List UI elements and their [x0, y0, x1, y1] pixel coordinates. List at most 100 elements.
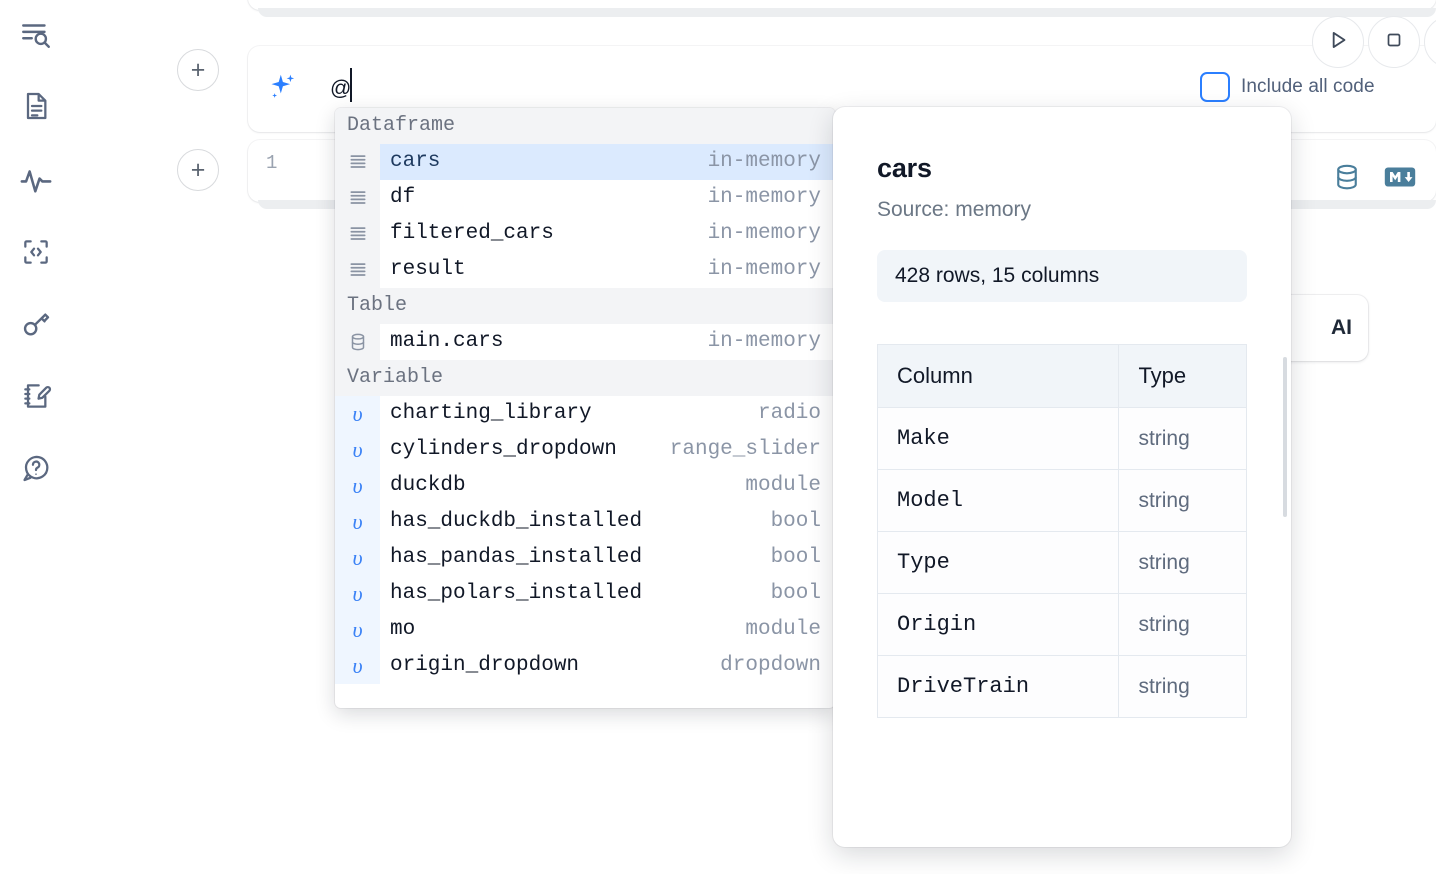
code-brackets-icon: [20, 236, 52, 273]
column-name-cell: Model: [876, 469, 1120, 532]
include-all-code-checkbox[interactable]: [1200, 72, 1230, 102]
add-cell-above-button[interactable]: [177, 49, 219, 91]
stop-cell-button[interactable]: [1368, 16, 1420, 68]
dataframe-rows-icon: [335, 180, 380, 216]
autocomplete-item-name: has_polars_installed: [390, 582, 643, 605]
dataframe-rows-icon: [335, 252, 380, 288]
autocomplete-item-meta: radio: [757, 402, 821, 425]
autocomplete-item-name: df: [390, 186, 416, 209]
column-type-cell: string: [1118, 407, 1247, 470]
autocomplete-item-name: cylinders_dropdown: [390, 438, 617, 461]
file-text-icon: [20, 90, 52, 127]
cell-line-number: 1: [266, 152, 278, 174]
sidebar-item-help[interactable]: [14, 448, 58, 492]
autocomplete-item-meta: in-memory: [707, 144, 835, 180]
database-icon[interactable]: [1332, 162, 1362, 197]
column-header-type: Type: [1118, 344, 1247, 408]
variable-icon: υ: [335, 504, 380, 540]
autocomplete-item-name: main.cars: [390, 330, 504, 353]
previous-cell-shadow: [258, 8, 1436, 17]
sidebar-item-secrets[interactable]: [14, 304, 58, 348]
autocomplete-item-name: origin_dropdown: [390, 654, 580, 677]
sidebar-item-variables[interactable]: [14, 160, 58, 204]
markdown-down-icon[interactable]: [1384, 165, 1416, 194]
autocomplete-item-name: duckdb: [390, 474, 466, 497]
autocomplete-item[interactable]: υ origin_dropdown dropdown: [335, 648, 835, 684]
autocomplete-item-meta: in-memory: [707, 330, 821, 353]
column-name-cell: Make: [876, 407, 1120, 470]
play-triangle-icon: [1325, 27, 1351, 58]
cell-action-icons: [1332, 162, 1416, 197]
dataframe-rows-icon: [335, 216, 380, 252]
detail-title: cars: [877, 153, 932, 183]
autocomplete-item-meta: bool: [770, 582, 821, 605]
variable-icon: υ: [335, 576, 380, 612]
autocomplete-group-header: Variable: [335, 360, 835, 396]
search-outline-icon: [19, 17, 53, 56]
autocomplete-group-header: Dataframe: [335, 108, 835, 144]
column-type-cell: string: [1118, 531, 1247, 594]
variable-icon: υ: [335, 396, 380, 432]
sidebar-item-snippets[interactable]: [14, 232, 58, 276]
text-caret: [350, 68, 352, 102]
column-name-cell: DriveTrain: [876, 655, 1120, 718]
autocomplete-item-meta: range_slider: [669, 438, 821, 461]
autocomplete-item-meta: module: [745, 618, 821, 641]
autocomplete-item[interactable]: result in-memory: [335, 252, 835, 288]
column-type-cell: string: [1118, 655, 1247, 718]
autocomplete-item-name: has_pandas_installed: [390, 546, 643, 569]
column-type-cell: string: [1118, 593, 1247, 656]
sidebar-item-scratchpad[interactable]: [14, 376, 58, 420]
autocomplete-item-name: cars: [380, 144, 708, 180]
autocomplete-item-meta: in-memory: [707, 222, 821, 245]
variable-icon: υ: [335, 540, 380, 576]
include-all-code-label: Include all code: [1241, 76, 1375, 97]
autocomplete-item-meta: in-memory: [707, 258, 821, 281]
ai-prompt-input[interactable]: [330, 72, 1030, 106]
variable-icon: υ: [335, 612, 380, 648]
notebook-pen-icon: [20, 380, 52, 417]
detail-scrollbar[interactable]: [1283, 357, 1287, 517]
column-type-cell: string: [1118, 469, 1247, 532]
autocomplete-item[interactable]: main.cars in-memory: [335, 324, 835, 360]
sidebar-item-explore[interactable]: [14, 14, 58, 58]
autocomplete-item-name: result: [390, 258, 466, 281]
autocomplete-item-meta: module: [745, 474, 821, 497]
include-all-code-row[interactable]: Include all code: [1200, 72, 1375, 102]
variable-icon: υ: [335, 432, 380, 468]
autocomplete-group-header: Table: [335, 288, 835, 324]
key-icon: [20, 308, 52, 345]
ai-sparkle-icon: [264, 70, 300, 106]
add-cell-below-button[interactable]: [177, 149, 219, 191]
sidebar-rail: [0, 0, 72, 874]
square-stop-icon: [1382, 28, 1406, 57]
previous-cell-card: [248, 0, 1436, 10]
sidebar-item-notebook-file[interactable]: [14, 86, 58, 130]
variable-icon: υ: [335, 468, 380, 504]
detail-shape-badge: 428 rows, 15 columns: [877, 250, 1247, 302]
autocomplete-item[interactable]: υ has_duckdb_installed bool: [335, 504, 835, 540]
autocomplete-item-meta: dropdown: [720, 654, 821, 677]
autocomplete-item-name: has_duckdb_installed: [390, 510, 643, 533]
dataframe-detail-panel: cars Source: memory 428 rows, 15 columns…: [833, 107, 1291, 847]
detail-source: Source: memory: [877, 198, 1032, 221]
table-header-row: Column Type: [876, 344, 1247, 408]
autocomplete-item[interactable]: υ cylinders_dropdown range_slider: [335, 432, 835, 468]
autocomplete-item[interactable]: υ has_polars_installed bool: [335, 576, 835, 612]
variable-icon: υ: [335, 648, 380, 684]
run-cell-button[interactable]: [1312, 16, 1364, 68]
autocomplete-item-meta: bool: [770, 510, 821, 533]
dataframe-rows-icon: [335, 144, 380, 180]
